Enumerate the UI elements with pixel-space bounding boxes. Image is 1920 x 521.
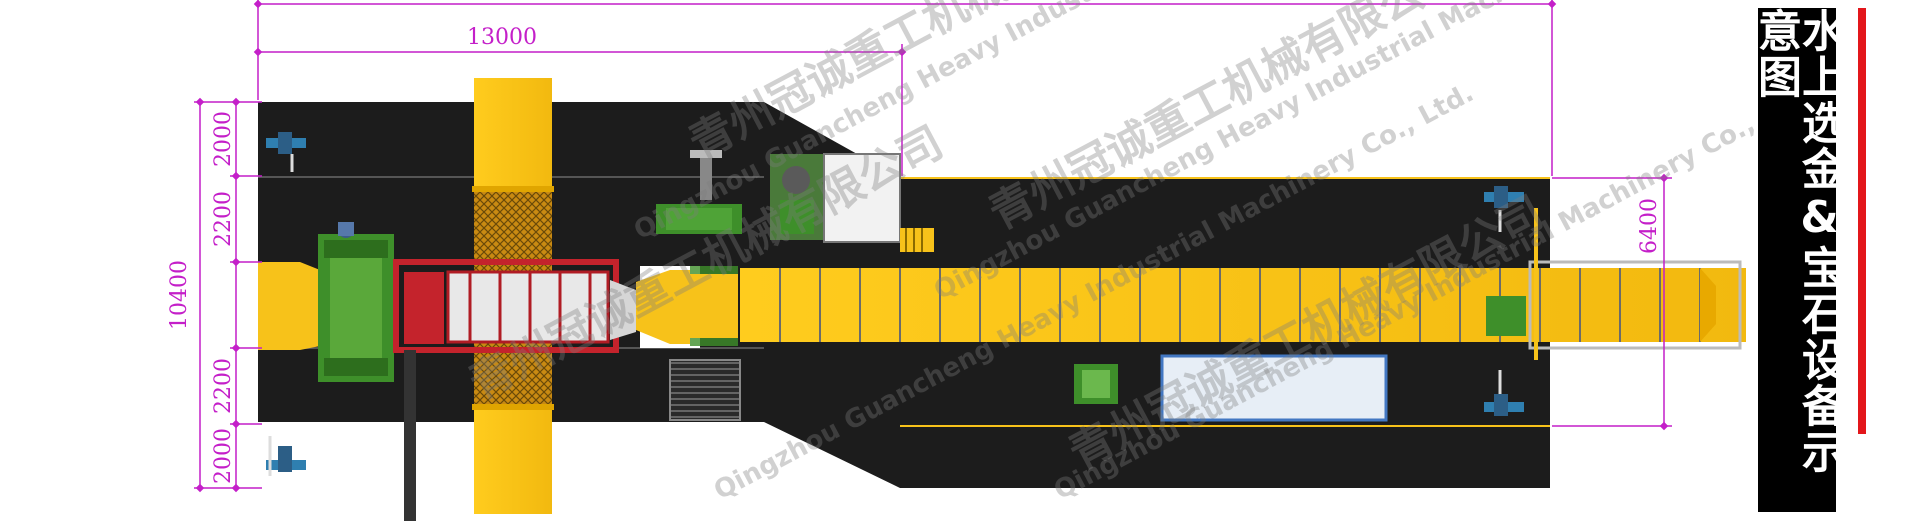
- dimension-seg-4: 2000: [211, 428, 236, 484]
- pump-unit: [770, 154, 824, 240]
- dimension-seg-2: 2200: [211, 191, 236, 247]
- dimension-overall-height: 10400: [167, 260, 192, 330]
- green-feeder: [318, 222, 394, 382]
- winch-top-left: [266, 132, 306, 172]
- sluice-conveyor: [636, 208, 1746, 360]
- dimension-6400: 6400: [1637, 198, 1662, 254]
- diagram-title: 水上选金&宝石设备示意图: [1750, 8, 1845, 475]
- title-panel: 水上选金&宝石设备示意图: [1750, 8, 1845, 512]
- dimension-13000: 13000: [467, 25, 537, 50]
- stairs: [900, 228, 934, 252]
- motor-unit-top: [656, 150, 742, 234]
- tank-bottom: [1160, 354, 1388, 422]
- winch-bottom-left: [266, 436, 306, 476]
- winch-top-right: [1484, 186, 1524, 232]
- winch-bottom-right: [1484, 370, 1524, 416]
- trommel-screen: [393, 259, 636, 521]
- dimension-seg-1: 2000: [211, 111, 236, 167]
- tank-top: [823, 153, 901, 243]
- grate-panel: [669, 359, 741, 421]
- dimension-seg-3: 2200: [211, 358, 236, 414]
- accent-bar: [1858, 8, 1866, 434]
- motor-unit-bottom: [1074, 364, 1118, 404]
